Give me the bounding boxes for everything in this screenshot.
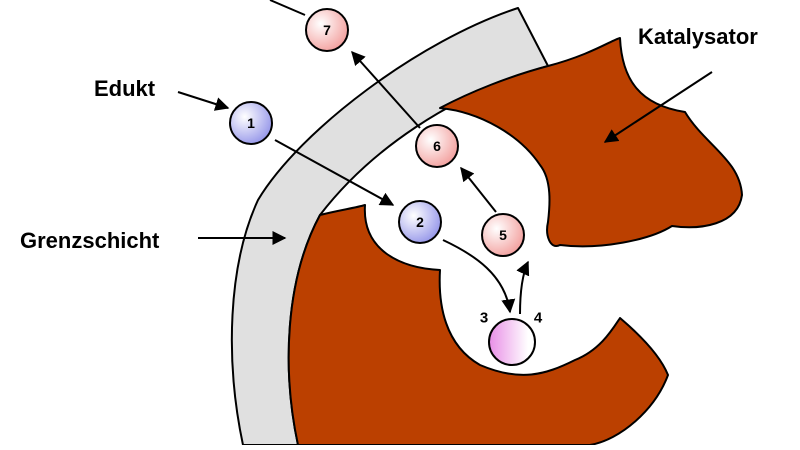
- step-4-label: 4: [534, 310, 543, 327]
- arrow-katalysator-label: [603, 71, 713, 143]
- molecule-6-label: 6: [433, 138, 441, 154]
- grenzschicht-label: Grenzschicht: [20, 228, 160, 253]
- arrow-product-exit: [269, 0, 306, 16]
- arrow-6-to-7: [351, 50, 421, 129]
- molecule-5: 5: [481, 213, 525, 257]
- molecule-2-label: 2: [416, 214, 424, 230]
- molecule-2: 2: [398, 200, 442, 244]
- arrow-1-to-2: [274, 139, 395, 206]
- molecule-1: 1: [229, 101, 273, 145]
- catalyst-body: [439, 37, 743, 248]
- arrow-2-to-3: [442, 239, 516, 314]
- molecule-5-label: 5: [499, 227, 507, 243]
- molecule-6: 6: [415, 124, 459, 168]
- step-3-label: 3: [480, 310, 488, 327]
- molecule-7-label: 7: [323, 22, 331, 38]
- molecule-1-label: 1: [247, 115, 255, 131]
- edukt-label: Edukt: [94, 76, 156, 101]
- arrow-edukt-label: [177, 91, 230, 111]
- arrow-5-to-6: [460, 166, 497, 213]
- molecule-7: 7: [305, 8, 349, 52]
- katalysator-label: Katalysator: [638, 24, 758, 49]
- adsorbed-molecule: [488, 318, 536, 366]
- arrow-4-to-5: [516, 260, 530, 315]
